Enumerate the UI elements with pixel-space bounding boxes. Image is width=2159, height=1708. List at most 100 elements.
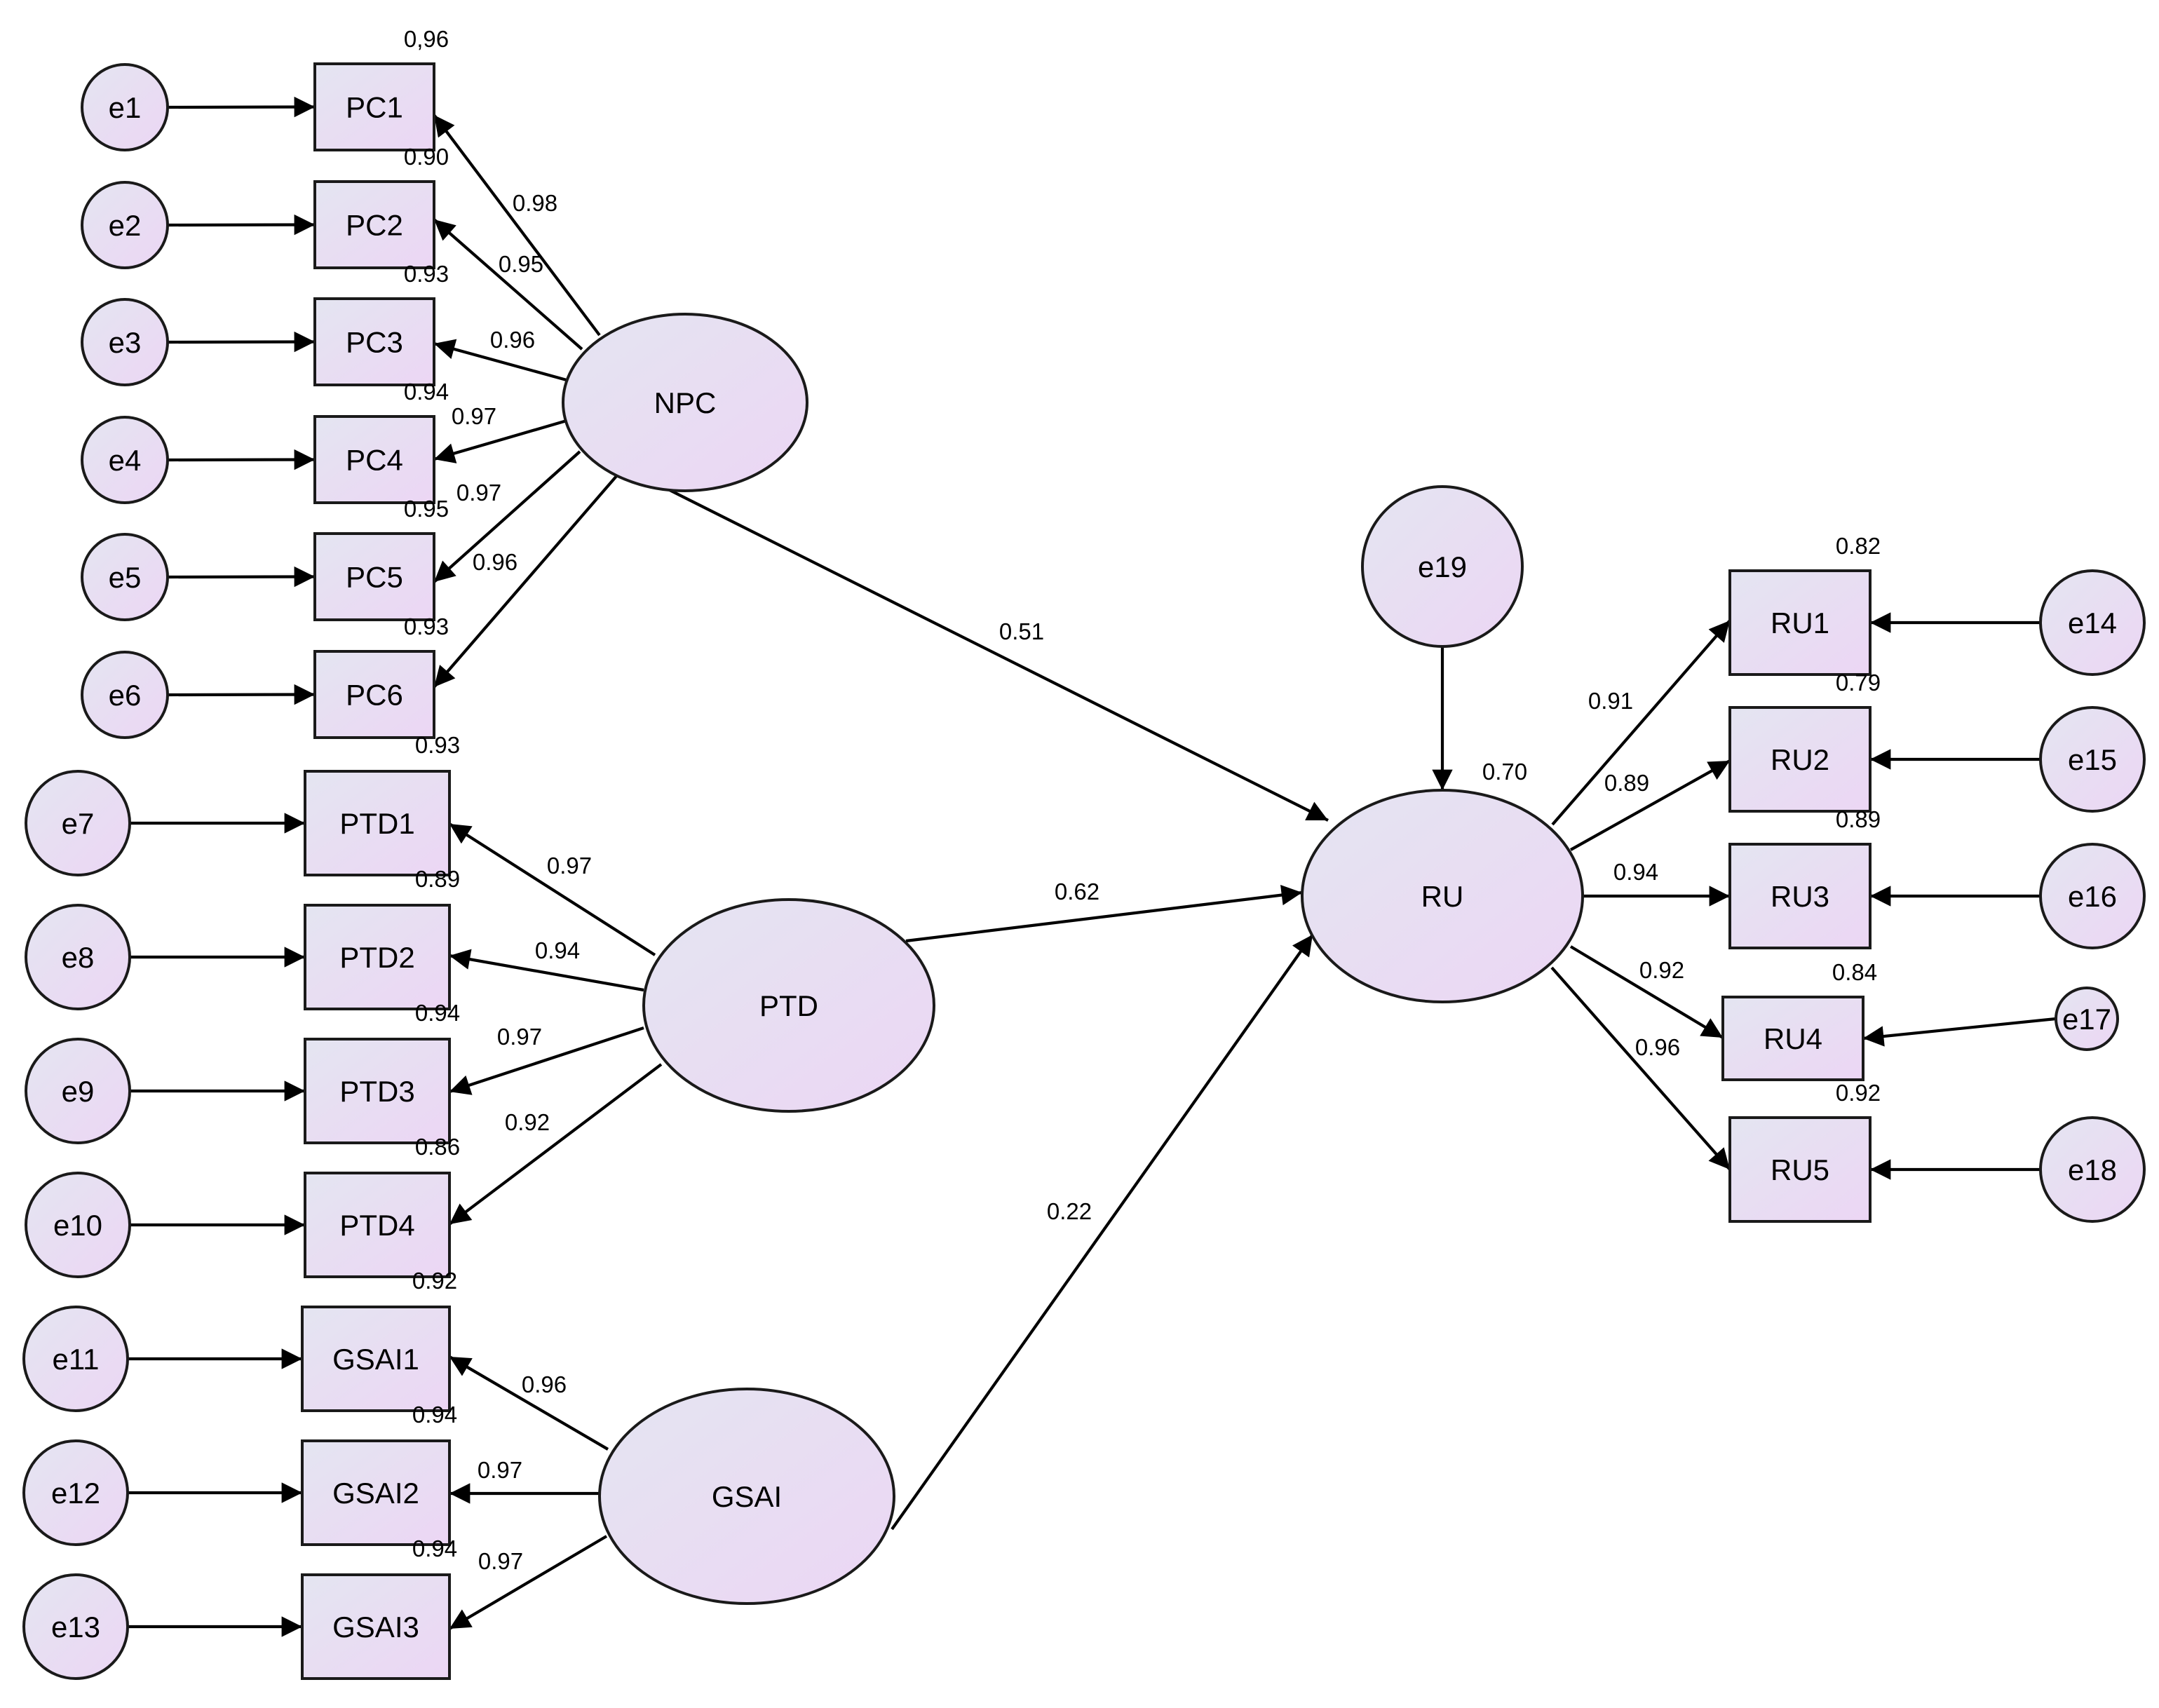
error-circle-e1: [81, 63, 169, 151]
loading-label-ru5: 0.96: [1635, 1034, 1680, 1060]
path-arrow-npc-ru: [668, 488, 1329, 822]
r2-label-gsai3: 0.94: [412, 1536, 457, 1561]
r2-label-ptd3: 0.94: [415, 1000, 460, 1026]
indicator-box-ru2: [1728, 706, 1872, 813]
indicator-label-pc6: PC6: [346, 679, 403, 712]
loading-label-pc1: 0.98: [513, 190, 557, 216]
loading-arrow-ptd2: [449, 949, 644, 992]
error-circle-e19: [1361, 485, 1524, 648]
path-coefficient-ptd-ru: 0.62: [1055, 879, 1099, 904]
r2-label-pc5: 0.95: [404, 496, 449, 522]
loading-arrow-ru5: [1550, 966, 1731, 1171]
loading-label-ru1: 0.91: [1588, 688, 1633, 714]
indicator-box-pc3: [313, 297, 435, 386]
loading-label-gsai2: 0.97: [478, 1457, 522, 1483]
error-label-e9: e9: [62, 1075, 95, 1108]
indicator-label-gsai3: GSAI3: [332, 1611, 419, 1643]
r2-label-pc6: 0.93: [404, 614, 449, 639]
error-circle-e9: [25, 1038, 131, 1144]
loading-arrow-ru4: [1569, 945, 1724, 1039]
path-coefficient-npc-ru: 0.51: [999, 618, 1044, 644]
r2-label-gsai2: 0.94: [412, 1402, 457, 1428]
indicator-box-ru4: [1721, 996, 1864, 1081]
indicator-box-ptd1: [304, 770, 451, 876]
indicator-label-ptd3: PTD3: [339, 1075, 414, 1108]
indicator-label-pc2: PC2: [346, 209, 403, 242]
error-arrow-e3: [167, 331, 316, 353]
loading-arrow-ptd3: [449, 1026, 644, 1095]
r2-label-gsai1: 0.92: [412, 1268, 457, 1294]
indicator-box-gsai2: [301, 1439, 451, 1546]
indicator-box-pc1: [313, 62, 435, 151]
indicator-label-pc5: PC5: [346, 561, 403, 594]
loading-label-ptd4: 0.92: [505, 1109, 550, 1135]
r2-label-ru5: 0.92: [1836, 1080, 1881, 1106]
loading-label-gsai1: 0.96: [522, 1371, 567, 1397]
indicator-box-gsai1: [301, 1306, 451, 1412]
error-circle-e12: [22, 1439, 129, 1546]
latent-ellipse-ru: [1301, 789, 1584, 1003]
indicator-label-pc1: PC1: [346, 91, 403, 124]
r2-label-ptd4: 0.86: [415, 1134, 460, 1160]
loading-arrow-pc6: [433, 474, 618, 689]
latent-label-npc: NPC: [654, 386, 717, 419]
error-label-e17: e17: [2062, 1003, 2111, 1036]
path-arrow-ptd-ru: [905, 884, 1303, 943]
loading-label-gsai3: 0.97: [478, 1548, 523, 1574]
indicator-label-ptd1: PTD1: [339, 807, 414, 840]
indicator-box-pc4: [313, 415, 435, 504]
error-label-e16: e16: [2068, 880, 2117, 913]
error-circle-e7: [25, 770, 131, 876]
latent-ellipse-npc: [562, 313, 808, 492]
loading-arrow-ru2: [1569, 759, 1731, 851]
indicator-label-pc3: PC3: [346, 326, 403, 359]
latent-ellipse-ptd: [642, 898, 935, 1113]
error-circle-e3: [81, 298, 169, 386]
edges-layer: [128, 96, 2057, 1637]
error-label-e15: e15: [2068, 743, 2117, 776]
error-circle-e4: [81, 416, 169, 504]
error-label-e5: e5: [109, 561, 142, 594]
error-arrow-e1: [167, 96, 316, 118]
error-label-e8: e8: [62, 941, 95, 974]
r2-label-ptd1: 0.93: [415, 732, 460, 758]
error-circle-e17: [2055, 987, 2119, 1051]
indicator-label-ru5: RU5: [1771, 1153, 1829, 1186]
loading-arrow-pc2: [433, 218, 583, 351]
r2-label-pc1: 0,96: [404, 26, 449, 52]
indicator-label-ptd4: PTD4: [339, 1209, 414, 1242]
indicator-box-ptd4: [304, 1172, 451, 1278]
error-circle-e11: [22, 1306, 129, 1412]
error-label-e19: e19: [1418, 550, 1467, 583]
error-label-e2: e2: [109, 209, 142, 242]
loading-label-ptd3: 0.97: [497, 1024, 542, 1050]
error-circle-e6: [81, 651, 169, 739]
indicator-box-ru3: [1728, 843, 1872, 949]
loading-arrow-pc1: [433, 114, 601, 337]
error-arrow-e17: [1862, 1017, 2057, 1047]
error-circle-e5: [81, 533, 169, 621]
indicator-label-gsai2: GSAI2: [332, 1477, 419, 1510]
error-arrow-e4: [167, 449, 316, 470]
latent-label-ptd: PTD: [759, 989, 818, 1022]
latent-ellipse-gsai: [598, 1388, 895, 1605]
loading-label-ptd1: 0.97: [547, 853, 592, 879]
error-circle-e2: [81, 181, 169, 269]
loading-label-ptd2: 0.94: [535, 937, 580, 963]
loading-label-pc5: 0.97: [456, 480, 501, 506]
r2-label-ru2: 0.79: [1836, 670, 1881, 696]
error-circle-e15: [2039, 706, 2146, 813]
loading-label-ru3: 0.94: [1613, 859, 1658, 885]
error-label-e12: e12: [51, 1477, 100, 1510]
error-label-e11: e11: [53, 1343, 100, 1376]
loading-label-pc4: 0.97: [452, 403, 496, 429]
loading-arrow-pc4: [433, 419, 567, 463]
loading-arrow-gsai1: [448, 1355, 609, 1451]
error-circle-e16: [2039, 843, 2146, 949]
error-arrow-e2: [167, 214, 316, 236]
loading-label-pc6: 0.96: [473, 549, 517, 575]
error-circle-e8: [25, 904, 131, 1010]
indicator-box-gsai3: [301, 1573, 451, 1680]
error-circle-e13: [22, 1573, 129, 1680]
